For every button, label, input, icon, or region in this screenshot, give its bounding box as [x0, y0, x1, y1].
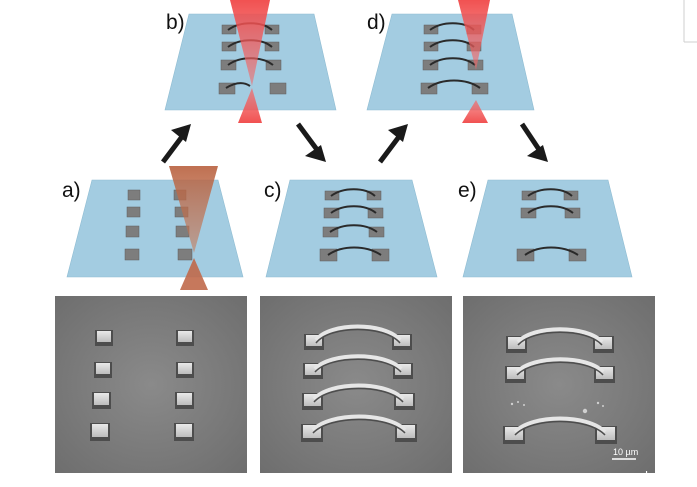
panel-label-a: a): [62, 179, 81, 202]
substrate-d: [366, 13, 535, 111]
panel-d: d): [366, 0, 535, 123]
panel-a: a): [62, 166, 244, 290]
panel-label-b: b): [166, 11, 185, 34]
arrow-d-to-e: [519, 122, 548, 162]
substrate-e: [462, 179, 633, 278]
panel-label-c: c): [264, 179, 282, 202]
sem-image-a: [55, 296, 247, 473]
scale-bar-label: 10 µm: [613, 447, 638, 457]
arrow-c-to-d: [378, 124, 408, 164]
arrow-b-to-c: [295, 122, 326, 162]
laser-beam-d-lower: [462, 100, 488, 123]
sem-image-e: 10 µm: [463, 296, 655, 473]
substrate-a: [66, 179, 244, 278]
watermark-text: 上集: [640, 470, 668, 487]
process-arrows: [161, 122, 548, 164]
wires-e: [524, 188, 579, 256]
wires-c: [327, 188, 382, 256]
sem-pads-a: [90, 330, 194, 441]
laser-beam-d-upper: [458, 0, 490, 70]
laser-beam-b-upper: [230, 0, 270, 86]
substrate-c: [265, 179, 438, 278]
arrow-a-to-b: [161, 124, 191, 164]
sem-bridges-e: [503, 327, 617, 444]
panel-c: c): [264, 179, 438, 278]
panel-label-d: d): [367, 11, 386, 34]
panel-label-e: e): [458, 179, 477, 202]
laser-beam-b-lower: [238, 88, 262, 123]
sem-bridges-c: [301, 324, 417, 442]
sem-image-c: [260, 296, 452, 473]
laser-beam-a-upper: [169, 166, 218, 253]
panel-e: e): [458, 179, 633, 278]
panel-b: b): [164, 0, 337, 123]
laser-beam-a-lower: [180, 258, 208, 290]
sem-debris-e: [510, 401, 604, 414]
